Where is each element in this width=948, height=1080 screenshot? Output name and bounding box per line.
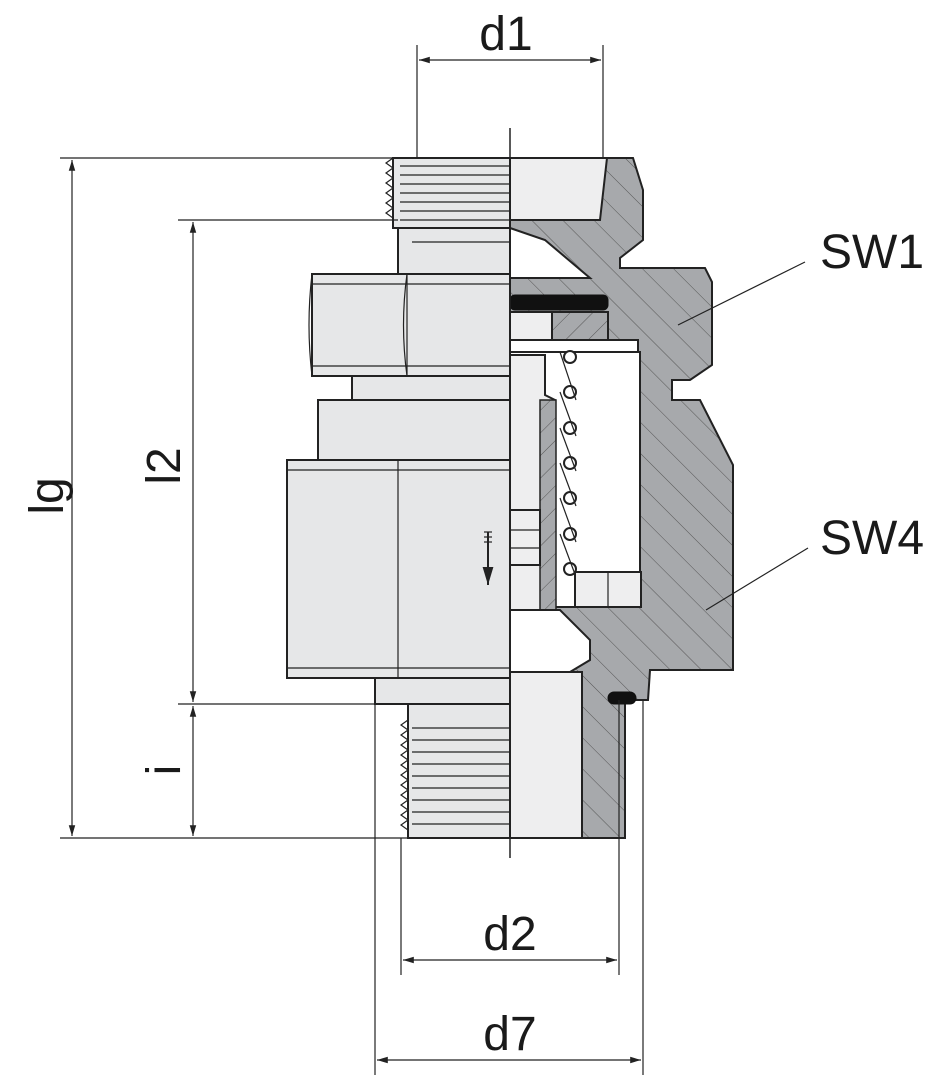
section-view (482, 128, 734, 858)
o-ring (509, 294, 609, 311)
d7-label: d7 (483, 1008, 536, 1061)
upper-hex-nut (308, 273, 511, 377)
spring (559, 350, 577, 578)
seal-ring (551, 311, 609, 341)
bottom-thread (399, 703, 511, 839)
sw4-label: SW4 (820, 512, 924, 565)
d2-label: d2 (483, 908, 536, 961)
lower-hex-nut (286, 459, 511, 679)
ring (317, 399, 511, 461)
washer (374, 677, 511, 705)
top-bore (509, 157, 609, 221)
sw1-leader (677, 261, 806, 326)
bottom-seal (607, 691, 637, 705)
collar (351, 375, 511, 401)
lg-label: lg (21, 477, 74, 514)
flow-arrow (482, 531, 494, 585)
i-label: i (138, 765, 191, 776)
lower-bore (509, 671, 583, 839)
l2-label: l2 (138, 447, 191, 484)
sw4-leader (705, 547, 809, 611)
dimensions: d1 d2 d7 SW1 SW4 lg l2 i (21, 8, 924, 1075)
top-thread (384, 157, 511, 229)
neck (397, 227, 511, 275)
external-view (286, 157, 511, 839)
d1-label: d1 (479, 8, 532, 61)
sw1-label: SW1 (820, 226, 924, 279)
